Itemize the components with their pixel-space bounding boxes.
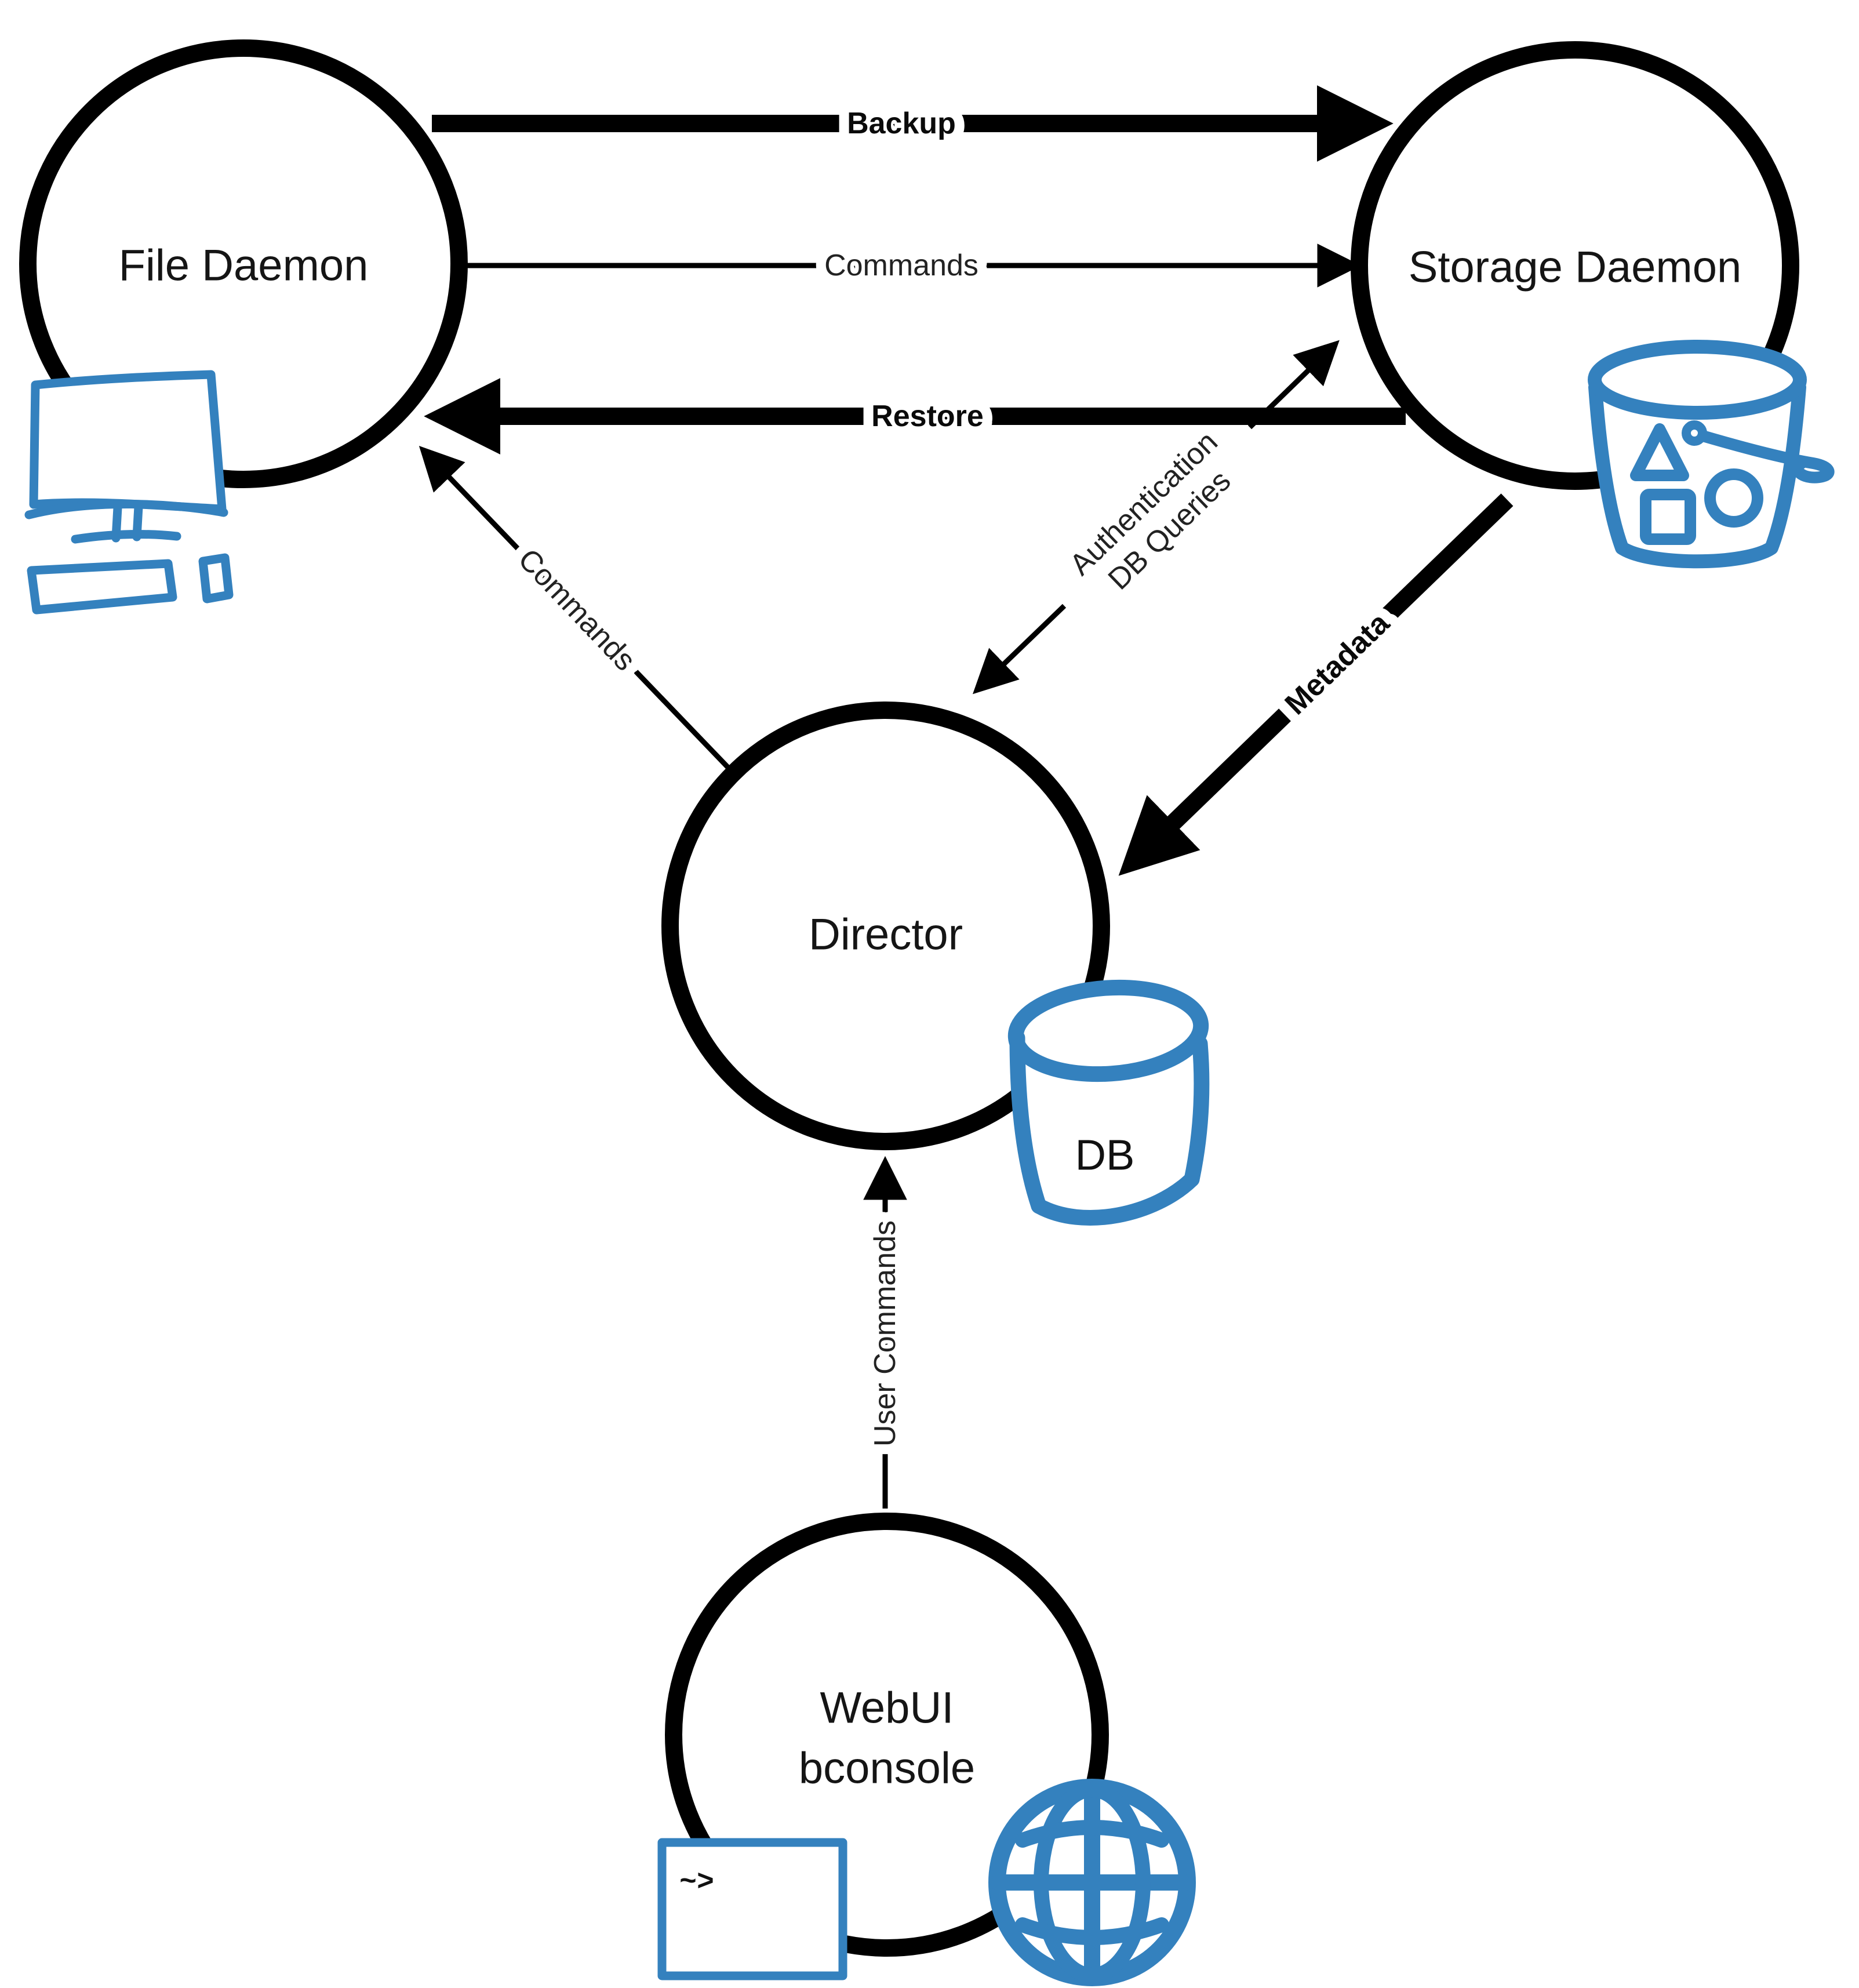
storage-daemon-label: Storage Daemon — [1409, 243, 1742, 292]
terminal-window-shape — [657, 1838, 847, 1980]
database-icon: DB — [1007, 979, 1210, 1226]
globe-side-meridians — [1034, 1782, 1151, 1983]
metadata-label: Metadata — [1279, 606, 1396, 721]
computer-keyboard-shape — [27, 559, 177, 615]
computer-mouse-shape — [198, 553, 234, 604]
computer-monitor-shape — [29, 370, 227, 514]
auth-db-queries-arrow-storage-end — [1247, 340, 1340, 430]
bucket-triangle-glyph — [1630, 423, 1689, 481]
bucket-rim-shape — [1588, 340, 1807, 420]
globe-icon — [988, 1779, 1196, 1986]
globe-bottom-latitude-arc — [1015, 1917, 1169, 1945]
globe-top-latitude-arc — [1015, 1820, 1169, 1848]
database-label: DB — [1075, 1131, 1135, 1179]
commands-dir-fd-label: Commands — [511, 543, 642, 678]
terminal-prompt: ~> — [679, 1866, 714, 1899]
metadata-arrow — [1118, 493, 1514, 876]
webui-label-line2: bconsole — [799, 1744, 975, 1793]
file-daemon-label: File Daemon — [119, 241, 369, 290]
bucket-handle-shape — [1697, 430, 1835, 484]
user-commands-label: User Commands — [868, 1220, 902, 1447]
database-left-side — [1009, 1030, 1047, 1214]
webui-label-line1: WebUI — [820, 1684, 954, 1733]
restore-label: Restore — [871, 399, 984, 433]
computer-icon — [24, 370, 234, 615]
database-top-shape — [1007, 979, 1209, 1082]
bucket-square-glyph — [1640, 489, 1696, 545]
computer-stand-shape — [71, 502, 181, 544]
director-label: Director — [809, 910, 963, 960]
director-node — [661, 702, 1110, 1150]
commands-fd-sd-label: Commands — [824, 249, 978, 282]
database-right-side — [1184, 1035, 1210, 1187]
commands-dir-fd-arrow — [419, 445, 734, 773]
terminal-icon: ~> — [657, 1838, 847, 1980]
bucket-circle-glyph — [1704, 468, 1763, 528]
auth-db-queries-arrow-director-end — [972, 604, 1067, 695]
file-daemon-node — [19, 39, 468, 488]
computer-monitor-base-line — [24, 499, 228, 519]
database-bottom-arc — [1031, 1171, 1200, 1226]
auth-db-queries-label: Authentication DB Queries — [1053, 415, 1247, 606]
bucket-icon — [1588, 340, 1835, 569]
backup-label: Backup — [847, 107, 956, 140]
